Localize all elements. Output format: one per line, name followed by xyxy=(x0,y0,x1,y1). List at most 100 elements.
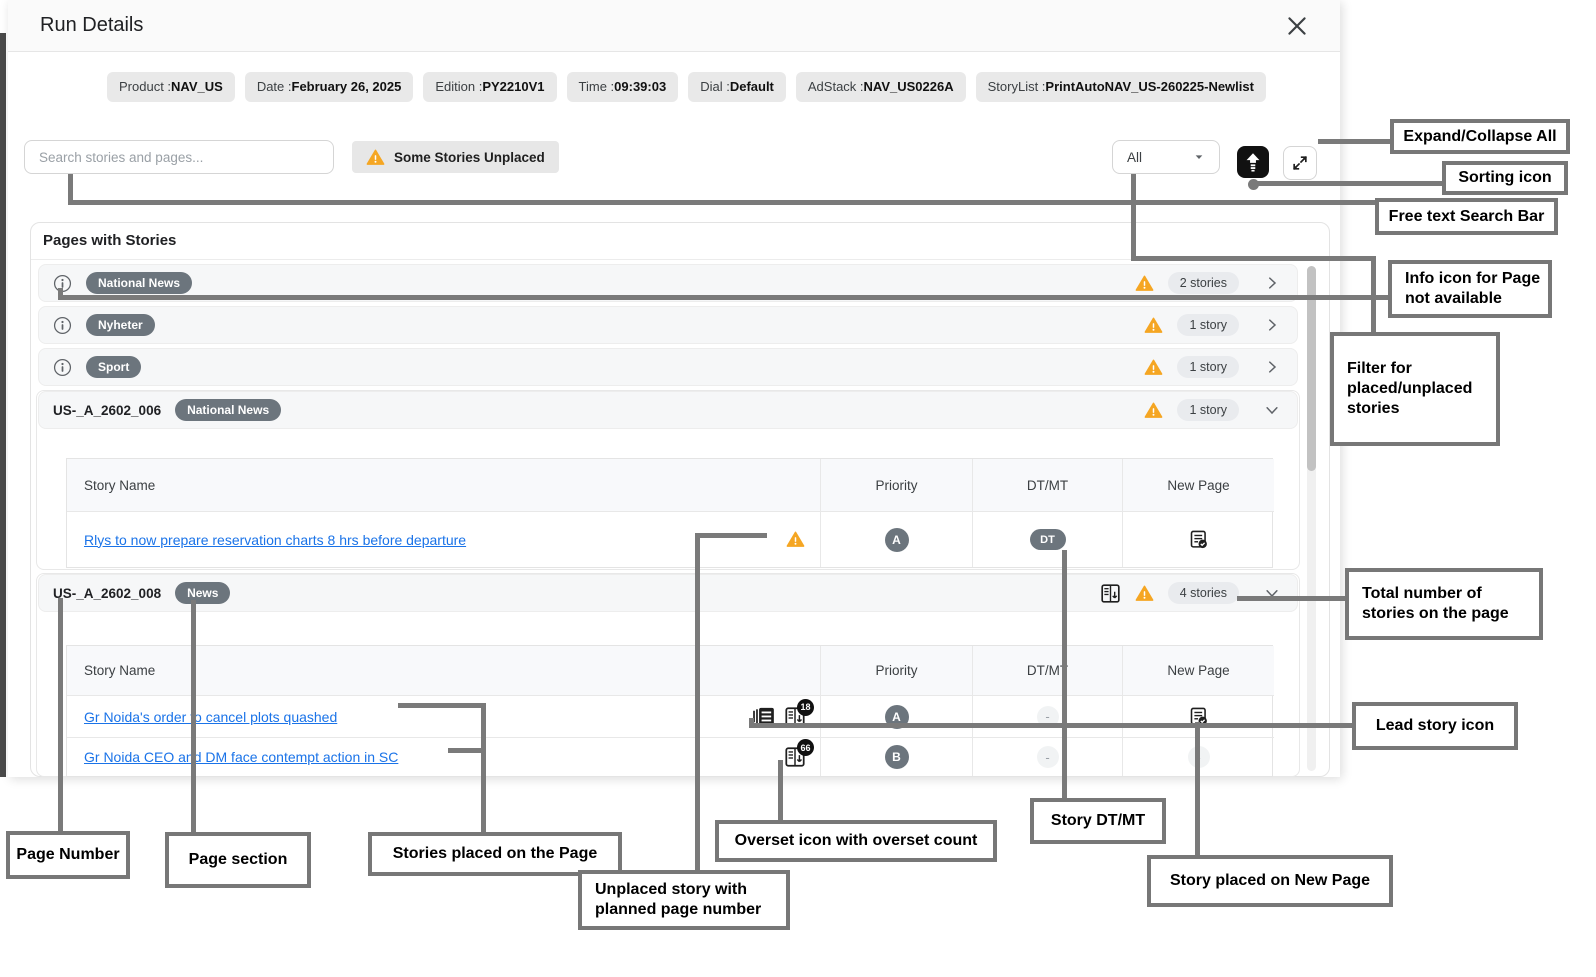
close-button[interactable] xyxy=(1284,13,1310,39)
stories-table-008: Story Name Priority DT/MT New Page Gr No… xyxy=(66,645,1274,777)
warning-icon xyxy=(1135,274,1154,293)
annotation-story-new-page: Story placed on New Page xyxy=(1147,855,1393,907)
annotation-lead-story: Lead story icon xyxy=(1352,702,1518,750)
table-header-row: Story Name Priority DT/MT New Page xyxy=(67,459,1274,511)
page-row-008[interactable]: US-_A_2602_008 News 4 stories xyxy=(38,574,1298,612)
overset-icon: 18 xyxy=(784,698,814,728)
unplaced-warning-label: Some Stories Unplaced xyxy=(394,149,545,165)
story-link[interactable]: Gr Noida CEO and DM face contempt action… xyxy=(84,749,399,765)
warning-icon xyxy=(366,148,385,167)
story-cell: Rlys to now prepare reservation charts 8… xyxy=(67,511,820,567)
modal-title: Run Details xyxy=(40,14,144,36)
dtmt-empty: - xyxy=(1036,746,1059,768)
page-row-006[interactable]: US-_A_2602_006 National News 1 story xyxy=(38,391,1298,429)
annotation-filter: Filter for placed/unplaced stories xyxy=(1330,332,1500,446)
col-new-page: New Page xyxy=(1122,646,1274,695)
section-row-sport[interactable]: Sport 1 story xyxy=(38,348,1298,386)
story-count-pill: 4 stories xyxy=(1167,582,1239,604)
connector-line xyxy=(749,723,1354,728)
info-icon[interactable] xyxy=(53,358,72,377)
connector-line xyxy=(778,760,783,822)
priority-cell: A xyxy=(820,695,972,737)
stories-table-006: Story Name Priority DT/MT New Page Rlys … xyxy=(66,458,1274,568)
annotation-page-section: Page section xyxy=(165,832,311,888)
chip-product: Product :NAV_US xyxy=(107,72,235,102)
story-count-pill: 1 story xyxy=(1177,399,1239,421)
panel-scrollbar-track[interactable] xyxy=(1307,266,1316,771)
annotation-info-icon: Info icon for Page not available xyxy=(1388,260,1552,318)
section-badge: Nyheter xyxy=(86,314,155,336)
warning-icon xyxy=(1135,584,1154,603)
col-priority: Priority xyxy=(820,646,972,695)
warning-icon xyxy=(1144,316,1163,335)
background-window-edge xyxy=(0,33,6,777)
chip-storylist: StoryList :PrintAutoNAV_US-260225-Newlis… xyxy=(975,72,1266,102)
story-count-pill: 1 story xyxy=(1177,314,1239,336)
connector-line xyxy=(1253,181,1444,186)
story-cell: Gr Noida's order to cancel plots quashed… xyxy=(67,695,820,737)
table-row: Gr Noida CEO and DM face contempt action… xyxy=(67,737,1274,776)
connector-line xyxy=(58,288,63,300)
col-priority: Priority xyxy=(820,459,972,511)
connector-line xyxy=(191,600,196,837)
connector-line xyxy=(58,598,63,833)
dtmt-cell: - xyxy=(972,737,1122,776)
chip-date: Date :February 26, 2025 xyxy=(244,72,414,102)
col-story-name: Story Name xyxy=(67,646,820,695)
overset-count-badge: 18 xyxy=(797,698,814,716)
chip-adstack: AdStack :NAV_US0226A xyxy=(795,72,966,102)
section-badge: Sport xyxy=(86,356,142,378)
page-section-badge: News xyxy=(175,582,231,604)
connector-line xyxy=(398,703,486,708)
connector-line xyxy=(68,174,73,205)
section-row-nyheter[interactable]: Nyheter 1 story xyxy=(38,306,1298,344)
dtmt-cell: DT xyxy=(972,511,1122,567)
connector-line xyxy=(1062,550,1067,802)
chip-time: Time :09:39:03 xyxy=(566,72,679,102)
new-page-cell xyxy=(1122,511,1274,567)
filter-selected-value: All xyxy=(1127,149,1143,165)
search-input[interactable] xyxy=(24,140,334,174)
placed-unplaced-filter-dropdown[interactable]: All xyxy=(1112,140,1220,174)
annotation-unplaced-story: Unplaced story with planned page number xyxy=(578,870,790,930)
panel-scrollbar-thumb[interactable] xyxy=(1307,266,1316,471)
sort-ascending-icon xyxy=(1242,151,1264,173)
chip-dial: Dial :Default xyxy=(688,72,786,102)
chevron-down-icon[interactable] xyxy=(1263,401,1281,419)
unplaced-warning-chip: Some Stories Unplaced xyxy=(352,141,559,173)
expand-collapse-all-button[interactable] xyxy=(1283,146,1317,180)
table-header-row: Story Name Priority DT/MT New Page xyxy=(67,646,1274,695)
connector-line xyxy=(1237,596,1347,601)
connector-line xyxy=(68,200,1375,205)
warning-icon xyxy=(1144,401,1163,420)
close-icon xyxy=(1284,13,1310,39)
overset-icon: 66 xyxy=(784,739,814,768)
panel-title: Pages with Stories xyxy=(43,232,177,249)
dtmt-cell: - xyxy=(972,695,1122,737)
priority-cell: B xyxy=(820,737,972,776)
overset-count-badge: 66 xyxy=(797,739,814,756)
annotation-expand-collapse-all: Expand/Collapse All xyxy=(1390,119,1570,154)
chip-edition: Edition :PY2210V1 xyxy=(423,72,557,102)
connector-line xyxy=(1318,139,1392,144)
unplaced-story-warning-icon xyxy=(786,530,805,549)
chevron-right-icon[interactable] xyxy=(1263,274,1281,292)
connector-line xyxy=(58,295,1390,300)
panel-header: Pages with Stories xyxy=(31,222,1329,260)
connector-line xyxy=(1371,256,1376,332)
priority-cell: A xyxy=(820,511,972,567)
page-section-badge: National News xyxy=(175,399,282,421)
chevron-right-icon[interactable] xyxy=(1263,316,1281,334)
run-metadata-chips: Product :NAV_US Date :February 26, 2025 … xyxy=(107,72,1266,102)
info-icon[interactable] xyxy=(53,316,72,335)
annotation-stories-placed: Stories placed on the Page xyxy=(368,832,622,876)
connector-line xyxy=(481,703,486,834)
chevron-right-icon[interactable] xyxy=(1263,358,1281,376)
new-page-icon xyxy=(1188,529,1209,550)
story-link[interactable]: Gr Noida's order to cancel plots quashed xyxy=(84,708,338,725)
table-row: Gr Noida's order to cancel plots quashed… xyxy=(67,695,1274,737)
connector-line xyxy=(695,533,700,872)
col-new-page: New Page xyxy=(1122,459,1274,511)
sort-button[interactable] xyxy=(1237,146,1269,178)
story-link[interactable]: Rlys to now prepare reservation charts 8… xyxy=(84,531,467,548)
